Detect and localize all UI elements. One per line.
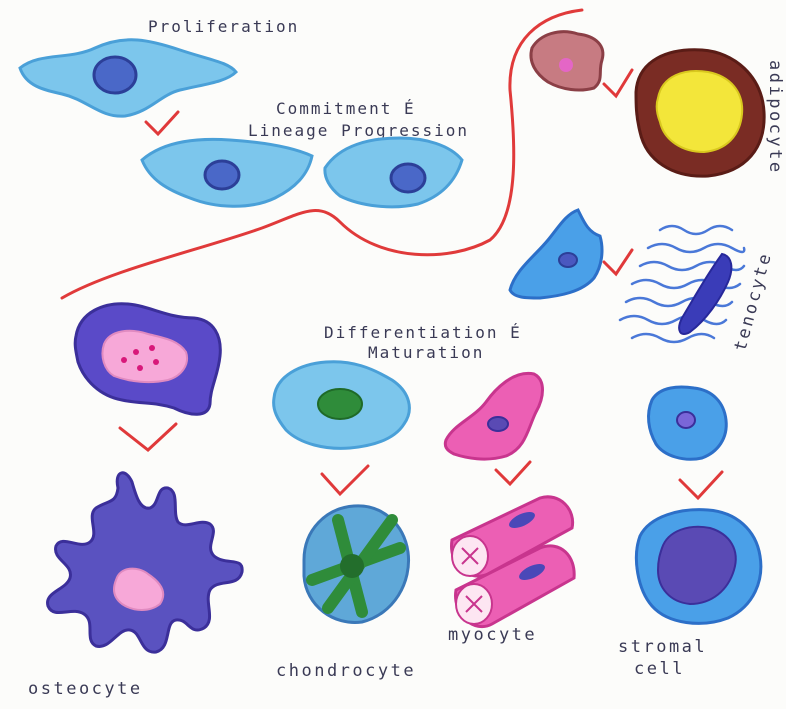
label-osteocyte: osteocyte	[28, 679, 143, 699]
stem-cell-proliferation	[20, 40, 236, 116]
arrow-chondrocyte	[322, 466, 368, 494]
pre-osteoblast	[75, 304, 220, 415]
pre-chondroblast	[274, 362, 410, 449]
osteocyte	[48, 473, 243, 652]
stem-cell-daughter-left	[142, 139, 312, 206]
arrow-adipocyte	[604, 70, 632, 96]
label-commitment-line1: Commitment É	[276, 99, 416, 118]
pre-stromal-cell	[649, 387, 727, 459]
label-tenocyte: tenocyte	[731, 250, 777, 354]
arrow-osteocyte	[120, 424, 176, 450]
label-adipocyte: adipocyte	[765, 60, 785, 175]
label-proliferation: Proliferation	[148, 17, 299, 36]
label-differentiation-line2: Maturation	[368, 343, 484, 362]
pre-adipocyte	[531, 32, 603, 90]
stem-cell-daughter-right	[325, 138, 462, 207]
myocyte	[452, 497, 575, 627]
label-myocyte: myocyte	[448, 625, 537, 645]
label-commitment-line2: Lineage Progression	[248, 121, 469, 140]
chondrocyte	[304, 506, 409, 623]
arrow-proliferation	[146, 112, 178, 134]
arrow-tenocyte	[604, 250, 632, 274]
stromal-cell	[636, 510, 760, 624]
arrow-stromal	[680, 472, 722, 498]
label-differentiation-line1: Differentiation É	[324, 323, 522, 342]
label-stromal-line2: cell	[634, 659, 685, 679]
arrow-myocyte	[496, 462, 530, 484]
pre-myoblast	[445, 373, 542, 459]
pre-tenocyte	[510, 210, 602, 298]
label-stromal-line1: stromal	[618, 637, 707, 657]
adipocyte	[636, 50, 764, 176]
label-chondrocyte: chondrocyte	[276, 661, 416, 681]
